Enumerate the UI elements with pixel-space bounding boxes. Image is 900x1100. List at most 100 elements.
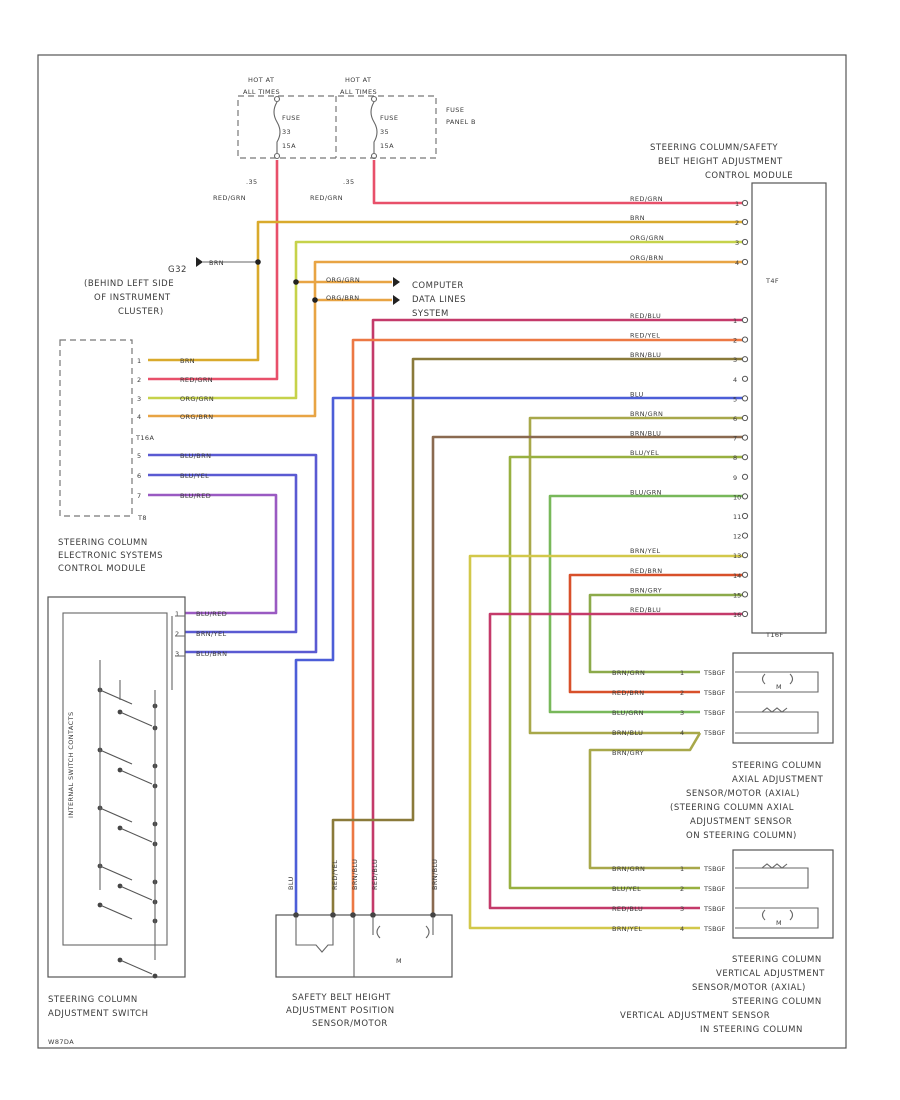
computer-arrow-1-icon	[393, 277, 400, 287]
wire-org-grn	[148, 240, 745, 400]
t16f-pin: 3	[733, 356, 737, 364]
lm-pin-3: 3	[137, 395, 141, 403]
t16f-terminal	[741, 414, 749, 422]
ground-splice	[255, 259, 261, 265]
vertical-wire-1: BRN/GRN	[612, 865, 645, 873]
computer-data-lines: ORG/GRN ORG/BRN COMPUTER DATA LINES SYST…	[293, 276, 465, 319]
wire-red-yel-to-belt	[351, 338, 745, 915]
wire-fuse33-red-grn	[148, 160, 279, 381]
belt-pin-5	[430, 912, 436, 918]
vertical-conn-3: T5BGF	[703, 905, 725, 913]
fuse-1-label: FUSE	[282, 114, 300, 122]
lm-wire-blu-brn: BLU/BRN	[180, 452, 211, 460]
lm-wire-blu-red: BLU/RED	[180, 492, 211, 500]
lm-wire-org-brn: ORG/BRN	[180, 413, 214, 421]
vertical-wire-4: BRN/YEL	[612, 925, 643, 933]
wires-bottom	[294, 318, 745, 930]
axial-conn-4: T5BGF	[703, 729, 725, 737]
t16f-pin: 11	[733, 513, 741, 521]
axial-wire-2: RED/BRN	[612, 689, 644, 697]
fuse-2-wire-size: .35	[343, 178, 355, 186]
right-module-line1: STEERING COLUMN/SAFETY	[650, 143, 778, 153]
wire-blu-yel-switch	[148, 473, 298, 634]
ground-g32: BRN G32 (BEHIND LEFT SIDE OF INSTRUMENT …	[84, 257, 261, 317]
figure-code: W87DA	[48, 1038, 74, 1046]
switch-bus-lines	[99, 615, 185, 960]
t4f-pin: 2	[735, 219, 739, 227]
fuse-panel-box	[237, 95, 437, 159]
switch-contact-blade	[99, 904, 133, 920]
computer-wire-2: ORG/BRN	[326, 294, 360, 302]
hot-at-1: HOT AT	[248, 76, 274, 84]
fuse-1-top-terminal	[273, 95, 281, 103]
axial-conn-1: T5BGF	[703, 669, 725, 677]
left-module-line2: ELECTRONIC SYSTEMS	[58, 551, 163, 561]
wire-brn	[148, 220, 745, 362]
lm-pin-4: 4	[137, 413, 141, 421]
t16f-terminal	[741, 356, 749, 363]
left-module-connector: T16A	[135, 434, 154, 442]
right-module-line3: CONTROL MODULE	[705, 171, 793, 181]
wire-blu-yel	[508, 455, 745, 890]
fuse-panel-line2: PANEL B	[446, 118, 476, 126]
left-module-box	[59, 339, 133, 517]
switch-contact-blade	[99, 865, 133, 881]
t4f-terminal	[741, 199, 749, 207]
t4f-wire-label: ORG/GRN	[630, 234, 664, 242]
t16f-wire-label: RED/BRN	[630, 567, 662, 575]
switch-line2: ADJUSTMENT SWITCH	[48, 1009, 148, 1019]
vertical-motor-label: M	[776, 919, 782, 927]
lm-pin-1: 1	[137, 357, 141, 365]
fuse-1-wire-color: RED/GRN	[213, 194, 246, 202]
wire-blu-red-switch	[148, 493, 278, 615]
fuse-2-symbol	[370, 101, 378, 153]
t16f-pin: 16	[733, 611, 741, 619]
t16f-terminal	[741, 532, 749, 539]
t16f-pin: 8	[733, 454, 737, 462]
wire-brn-blu-2	[431, 435, 745, 915]
fuse-2-wire-color: RED/GRN	[310, 194, 343, 202]
sw-pin-3: 3	[175, 650, 179, 658]
axial-pin-4: 4	[680, 729, 684, 737]
axial-wire-4: BRN/BLU	[612, 729, 643, 737]
wire-blu-brn-switch	[148, 453, 318, 654]
sw-wire-2: BRN/YEL	[196, 630, 227, 638]
t16f-terminal	[741, 395, 749, 402]
vertical-conn-4: T5BGF	[703, 925, 725, 933]
belt-wire-2: RED/YEL	[331, 860, 339, 890]
t16f-terminal	[741, 375, 749, 382]
wire-blu-to-belt	[294, 396, 745, 915]
computer-line1: COMPUTER	[412, 281, 464, 291]
right-connector-b: T16F	[765, 631, 784, 639]
t16f-pin: 7	[733, 435, 737, 443]
lm-pin-7: 7	[137, 492, 141, 500]
fuse-1-number: 33	[282, 128, 291, 136]
switch-line1: STEERING COLUMN	[48, 995, 138, 1005]
t16f-terminal	[741, 336, 749, 343]
belt-pin-4	[370, 912, 376, 918]
ground-line3: CLUSTER)	[118, 307, 164, 317]
lm-wire-brn: BRN	[180, 357, 195, 365]
belt-wire-4: RED/BLU	[371, 859, 379, 890]
vertical-box	[732, 849, 834, 939]
axial-conn-3: T5BGF	[703, 709, 725, 717]
wire-org-brn	[148, 260, 745, 418]
t16f-pin: 15	[733, 591, 741, 599]
vertical-pin-4: 4	[680, 925, 684, 933]
t16f-pin: 13	[733, 552, 741, 560]
hot-at-2: HOT AT	[345, 76, 371, 84]
t16f-pin: 2	[733, 337, 737, 345]
safety-belt-height-sensor-motor: M BLU RED/YEL BRN/BLU RED/BLU BRN/BLU SA…	[275, 859, 453, 1029]
axial-sensor-symbol	[761, 707, 788, 713]
axial-conn-2: T5BGF	[703, 689, 725, 697]
axial-box	[732, 652, 834, 744]
right-module-line2: BELT HEIGHT ADJUSTMENT	[658, 157, 783, 167]
lm-wire-org-grn: ORG/GRN	[180, 395, 214, 403]
wire-brn-grn	[528, 416, 745, 735]
vertical-motor-symbol	[761, 909, 794, 921]
right-connector-a: T4F	[765, 277, 779, 285]
t4f-wire-label: ORG/BRN	[630, 254, 664, 262]
t16f-pin: 4	[733, 376, 737, 384]
vertical-wire-3: RED/BLU	[612, 905, 643, 913]
vertical-line5: VERTICAL ADJUSTMENT SENSOR	[620, 1011, 770, 1021]
